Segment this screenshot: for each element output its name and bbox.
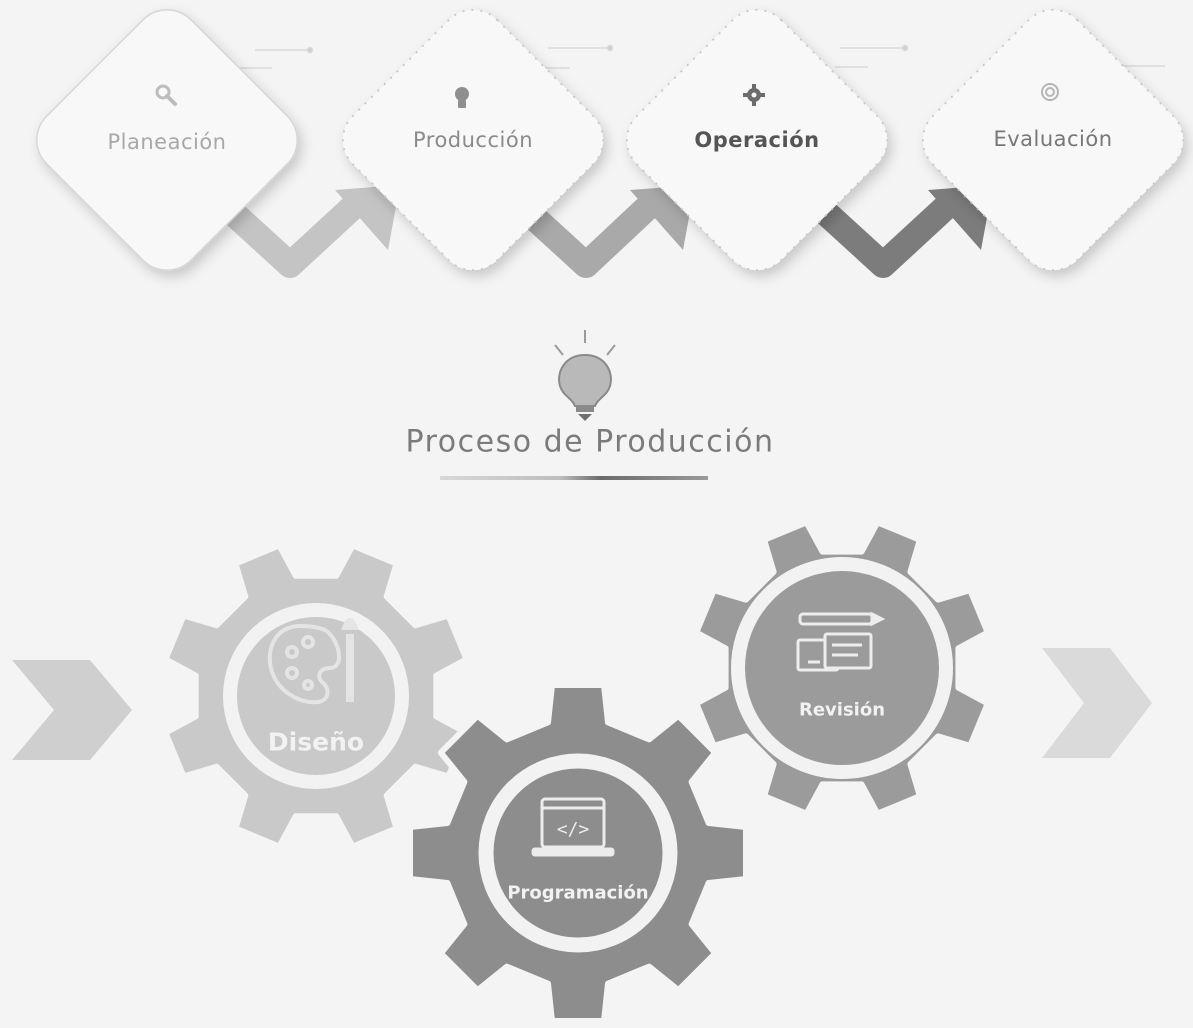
gear-programacion-ring [478,753,678,953]
step-diamond-operacion [625,8,889,272]
connector-arrow-1 [223,185,400,278]
code-window-icon: </> [531,797,615,857]
flow-out-arrow [1042,648,1152,758]
flow-in-arrow [12,660,132,760]
gear-label-programacion: Programación [507,882,649,904]
chat-pencil-icon [796,611,886,672]
decorative-lines [240,44,1165,69]
palette-brush-icon [267,618,359,705]
gear-label-revision: Revisión [798,699,886,721]
magnifier-icon [155,84,177,106]
target-icon [1041,83,1059,101]
step-diamond-planeacion [36,9,298,271]
step-label-evaluacion: Evaluación [993,127,1113,151]
lightbulb-icon [554,330,616,421]
step-label-operacion: Operación [694,128,820,152]
step-label-planeacion: Planeación [107,130,227,154]
lightbulb-icon [455,87,469,108]
svg-text:</>: </> [557,819,590,840]
title-underline [440,476,708,480]
gear-diseno-ring [223,603,409,789]
gear-small-icon [743,84,765,106]
gear-diseno [162,542,470,850]
step-diamond-produccion [341,8,605,272]
step-label-produccion: Producción [412,128,534,152]
gear-diseno-body [162,542,470,850]
gear-revision-ring [731,557,953,779]
section-title: Proceso de Producción [405,424,775,460]
step-diamond-evaluacion [921,8,1185,272]
gear-label-diseno: Diseño [267,727,365,757]
